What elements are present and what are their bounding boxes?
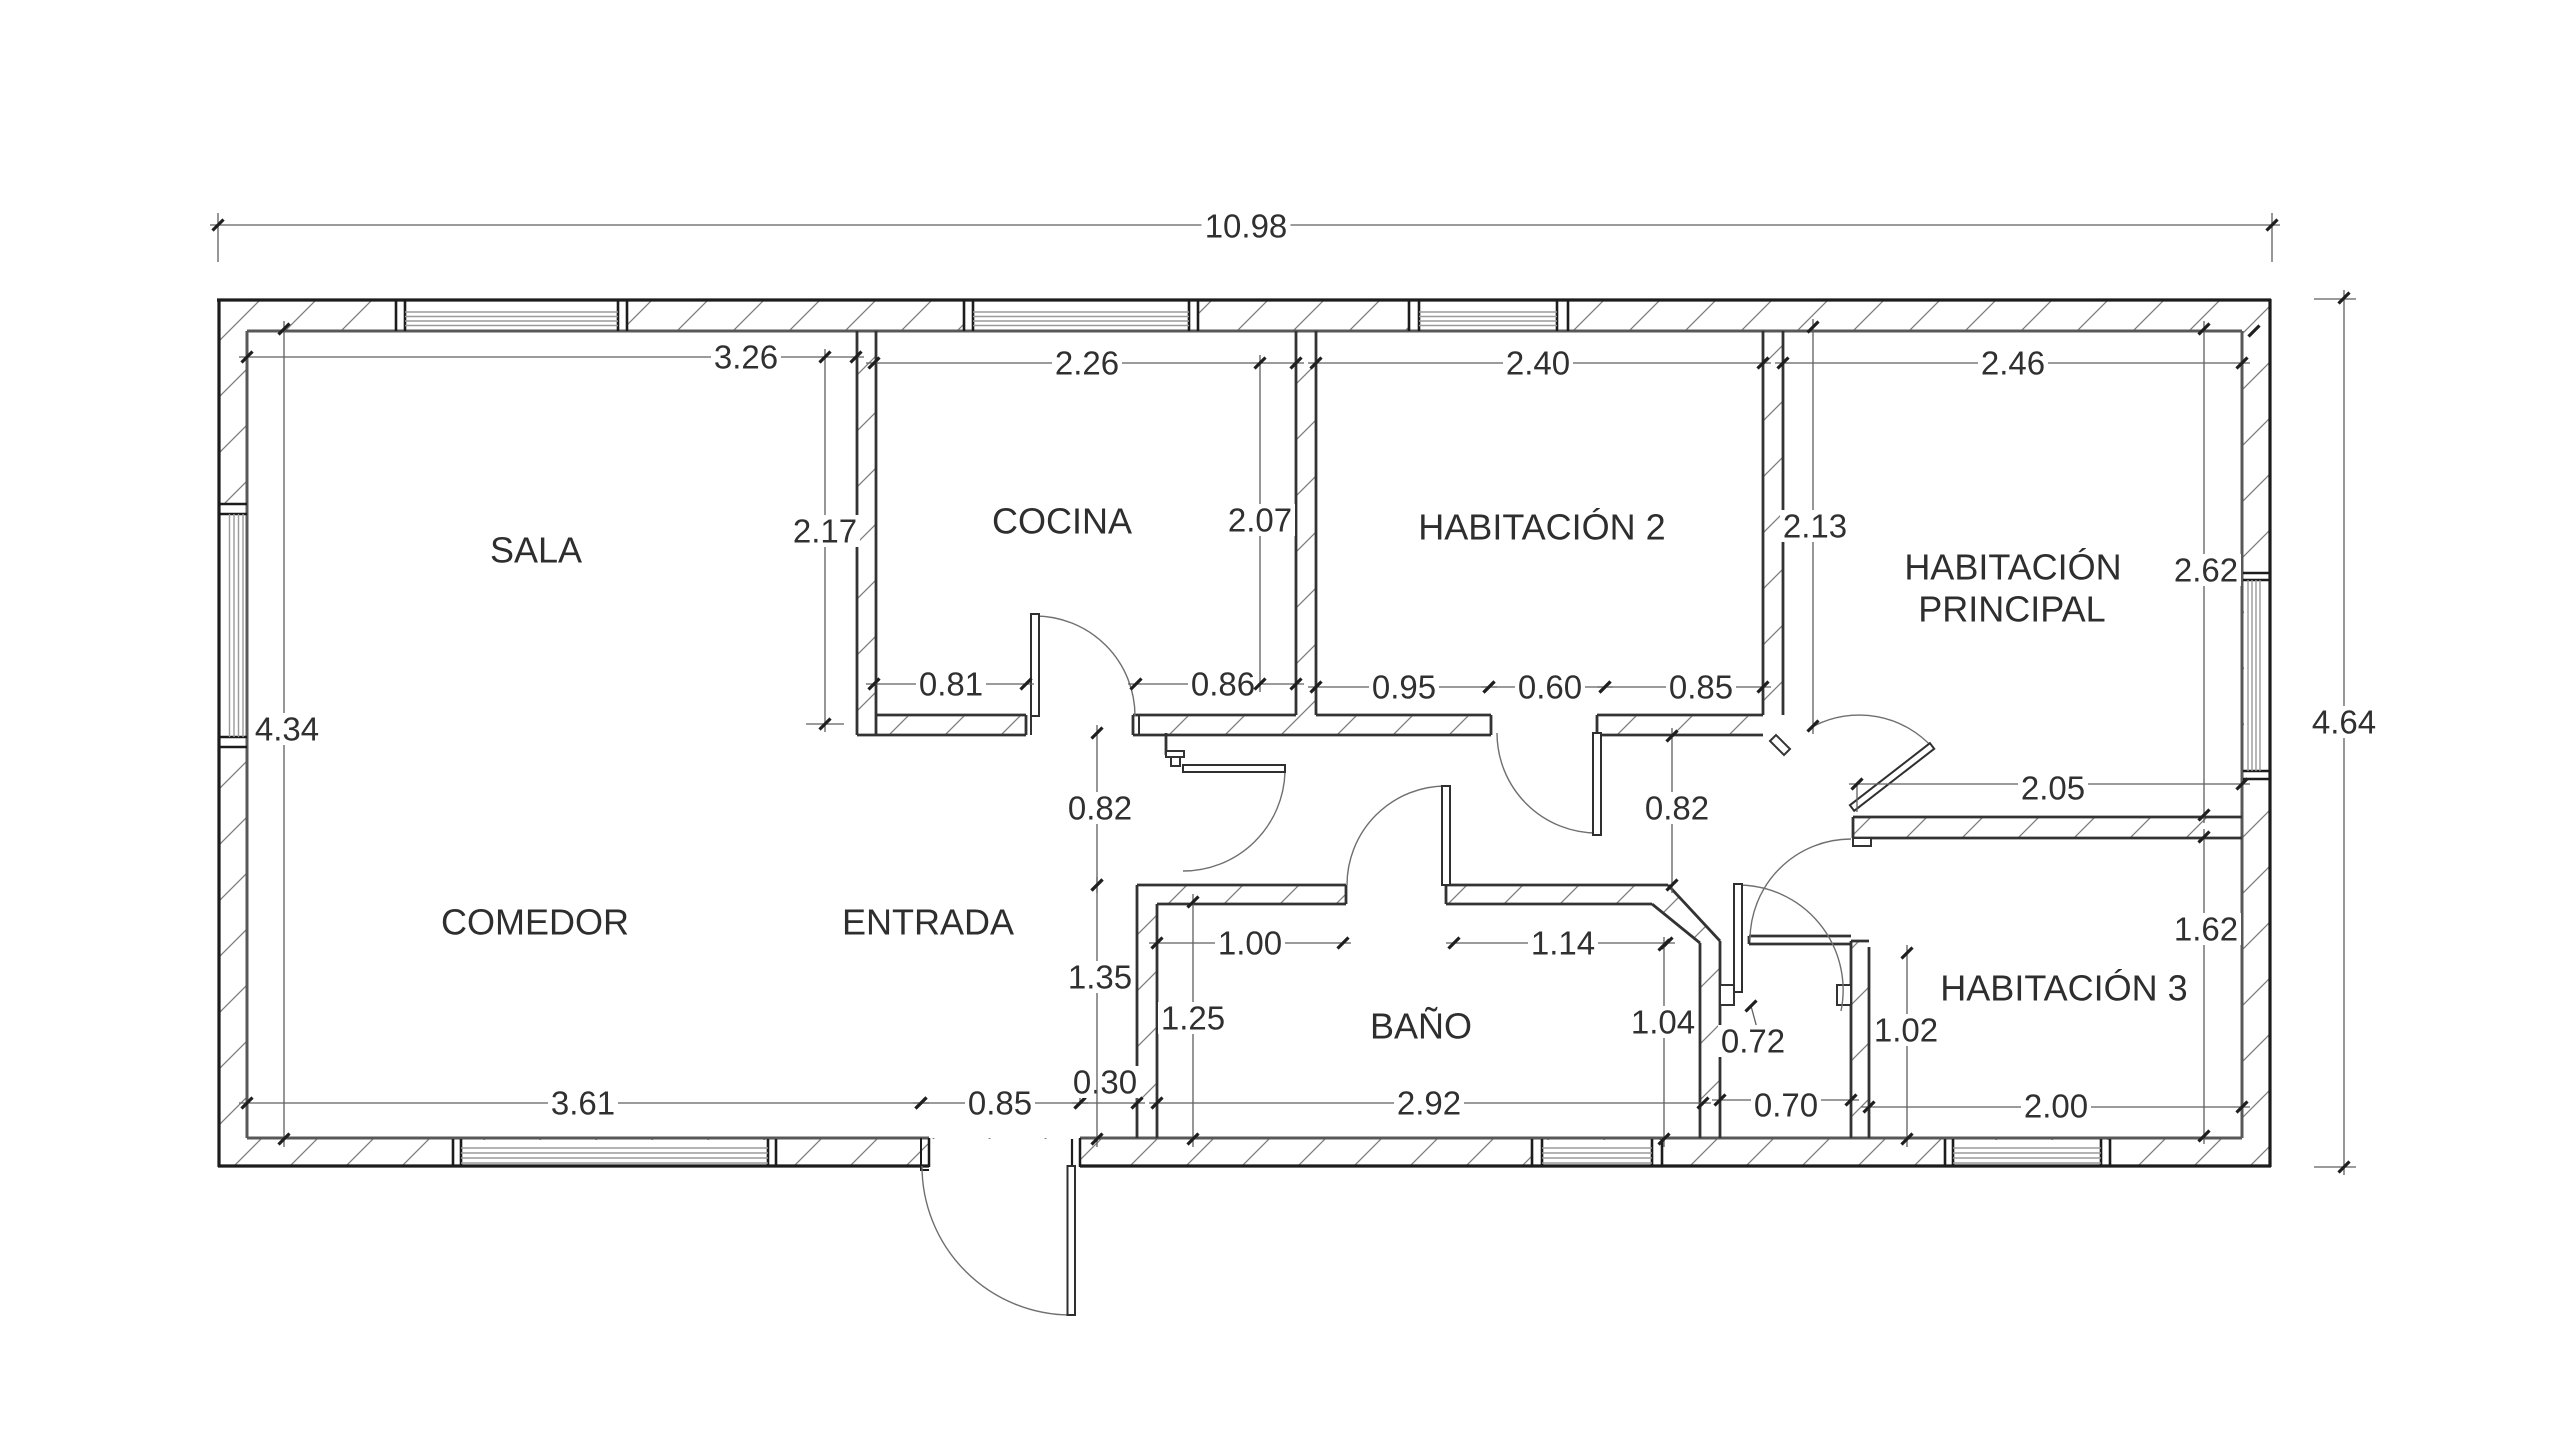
svg-text:PRINCIPAL: PRINCIPAL: [1918, 589, 2105, 630]
svg-text:3.61: 3.61: [551, 1085, 615, 1122]
svg-text:0.70: 0.70: [1754, 1087, 1818, 1124]
svg-text:COMEDOR: COMEDOR: [441, 902, 629, 943]
svg-text:HABITACIÓN 2: HABITACIÓN 2: [1418, 507, 1665, 548]
svg-text:ENTRADA: ENTRADA: [842, 902, 1014, 943]
svg-text:0.85: 0.85: [1669, 669, 1733, 706]
svg-text:BAÑO: BAÑO: [1370, 1006, 1472, 1047]
svg-text:2.05: 2.05: [2021, 770, 2085, 807]
svg-text:3.26: 3.26: [714, 339, 778, 376]
svg-text:2.13: 2.13: [1783, 508, 1847, 545]
svg-text:1.62: 1.62: [2174, 911, 2238, 948]
svg-text:0.86: 0.86: [1191, 666, 1255, 703]
svg-text:0.72: 0.72: [1721, 1023, 1785, 1060]
svg-text:1.00: 1.00: [1218, 925, 1282, 962]
svg-text:1.14: 1.14: [1531, 925, 1595, 962]
svg-text:2.07: 2.07: [1228, 502, 1292, 539]
svg-text:0.60: 0.60: [1518, 669, 1582, 706]
svg-text:0.82: 0.82: [1068, 790, 1132, 827]
svg-text:1.25: 1.25: [1161, 1000, 1225, 1037]
svg-text:COCINA: COCINA: [992, 501, 1132, 542]
svg-text:1.02: 1.02: [1874, 1012, 1938, 1049]
svg-text:HABITACIÓN 3: HABITACIÓN 3: [1940, 968, 2187, 1009]
svg-text:4.64: 4.64: [2312, 704, 2376, 741]
svg-text:0.85: 0.85: [968, 1085, 1032, 1122]
svg-text:2.62: 2.62: [2174, 552, 2238, 589]
svg-text:2.40: 2.40: [1506, 345, 1570, 382]
svg-text:2.00: 2.00: [2024, 1088, 2088, 1125]
svg-text:SALA: SALA: [490, 530, 582, 571]
svg-text:0.30: 0.30: [1073, 1064, 1137, 1101]
svg-text:10.98: 10.98: [1205, 208, 1288, 245]
svg-text:2.17: 2.17: [793, 513, 857, 550]
svg-text:1.04: 1.04: [1631, 1004, 1695, 1041]
svg-text:HABITACIÓN: HABITACIÓN: [1904, 547, 2121, 588]
svg-text:2.26: 2.26: [1055, 345, 1119, 382]
svg-text:2.92: 2.92: [1397, 1085, 1461, 1122]
svg-text:4.34: 4.34: [255, 711, 319, 748]
svg-text:1.35: 1.35: [1068, 959, 1132, 996]
svg-text:0.81: 0.81: [919, 666, 983, 703]
svg-text:0.82: 0.82: [1645, 790, 1709, 827]
svg-text:2.46: 2.46: [1981, 345, 2045, 382]
svg-text:0.95: 0.95: [1372, 669, 1436, 706]
